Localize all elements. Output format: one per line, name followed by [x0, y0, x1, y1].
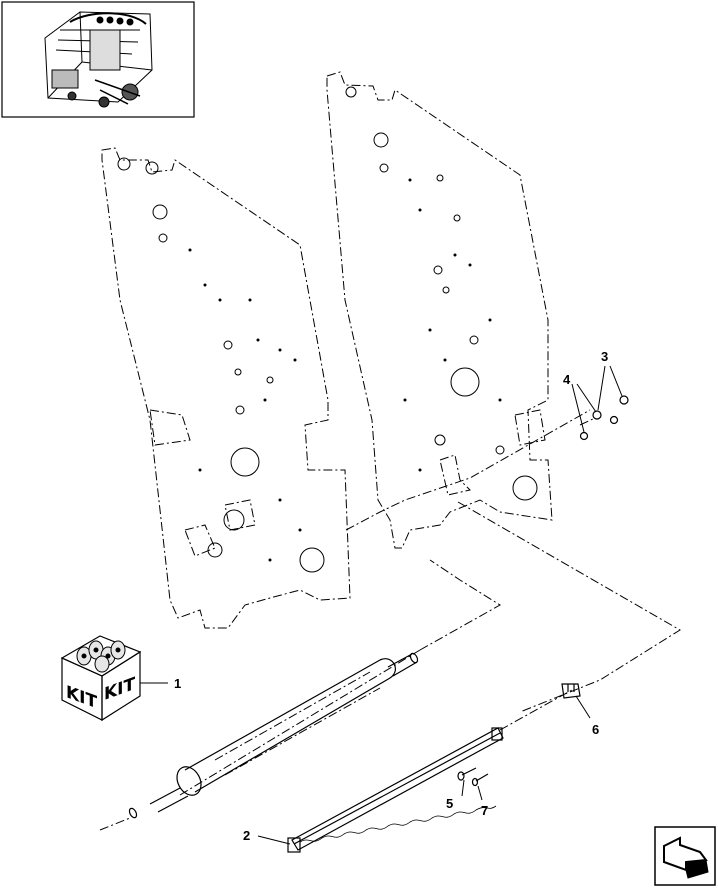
- alignment-lines: [99, 409, 681, 831]
- right-side-panel: [326, 71, 553, 549]
- callout-1: 1: [174, 676, 181, 691]
- scraper-bar: [287, 727, 504, 853]
- left-side-panel: [101, 147, 351, 629]
- roller-assembly: [128, 652, 419, 819]
- callout-4: 4: [563, 372, 571, 387]
- machine-overview-thumbnail: [1, 1, 195, 118]
- callout-3: 3: [601, 349, 608, 364]
- hardware: [457, 395, 629, 787]
- next-page-arrow-icon[interactable]: [654, 826, 716, 886]
- callouts: 1 2 3 4 5 6 7: [174, 349, 608, 843]
- kit-label-right: KIT: [104, 674, 135, 705]
- callout-5: 5: [446, 796, 453, 811]
- kit-box: KIT KIT: [60, 635, 142, 722]
- baler-overview-icon: [44, 11, 153, 108]
- kit-rollers-icon: [76, 640, 126, 673]
- callout-7: 7: [481, 803, 488, 818]
- callout-6: 6: [592, 722, 599, 737]
- kit-label-left: KIT: [66, 682, 97, 713]
- leader-lines: [140, 365, 623, 845]
- callout-2: 2: [243, 828, 250, 843]
